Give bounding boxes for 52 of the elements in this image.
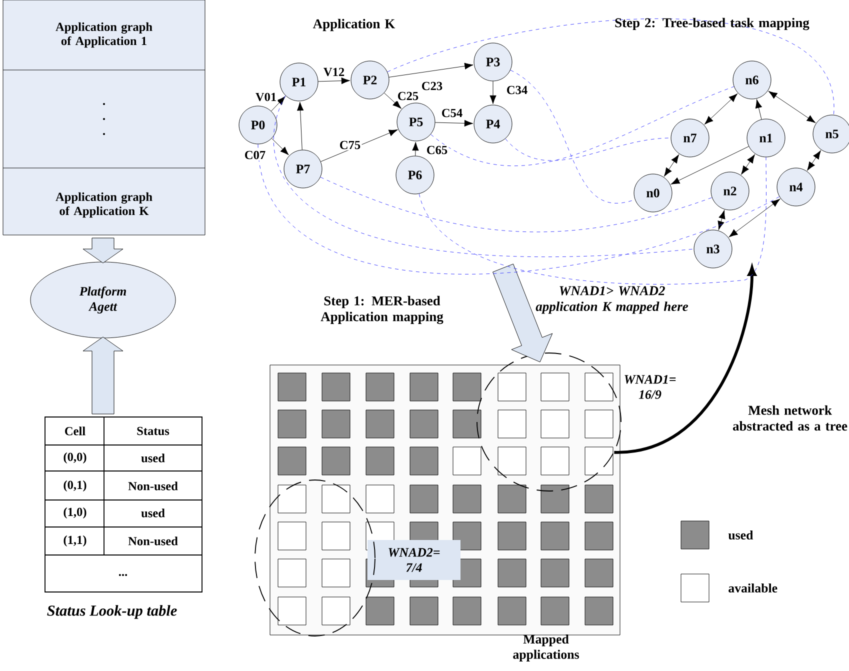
- arrow: [435, 120, 474, 127]
- value-box: WNAD2= 7/4: [368, 540, 460, 580]
- mapping-line: [258, 144, 780, 274]
- mapping-line: [274, 95, 694, 257]
- block-arrow: [492, 264, 553, 362]
- dashed-ellipse: [254, 480, 376, 636]
- arrow: [741, 154, 755, 175]
- step-label: Step 1: MER-based Application mapping: [320, 296, 444, 324]
- edge-label: V12: [322, 66, 346, 78]
- arrow: [670, 146, 749, 184]
- arrow: [296, 102, 304, 150]
- arrow: [755, 99, 762, 120]
- arrow: [704, 94, 738, 124]
- arrow: [664, 154, 679, 176]
- application-stack-box: Application graph of Application 1 . . . Application graph of Application K: [2, 0, 206, 236]
- edge-label: C65: [425, 144, 449, 156]
- edge-label: C25: [396, 90, 420, 102]
- legend-label: used: [728, 530, 754, 540]
- arrow: [271, 96, 286, 112]
- mapping-line: [418, 156, 766, 284]
- arrow: [272, 138, 289, 156]
- arrow: [718, 210, 726, 230]
- block-arrow: [82, 238, 124, 264]
- mapping-line: [430, 86, 734, 166]
- section-title: Step 2: Tree-based task mapping: [615, 18, 810, 30]
- arrow: [728, 198, 780, 238]
- arrow: [384, 92, 402, 109]
- note-text: Mesh network abstracted as a tree: [732, 405, 848, 431]
- table-caption: Status Look-up table: [47, 605, 177, 619]
- status-table: Cell Status (0,0) used (0,1) Non-used (1,0) used (1,1) Non-used ...: [44, 416, 202, 592]
- block-arrow: [82, 336, 124, 414]
- arrow: [490, 81, 496, 104]
- edge-label: C54: [440, 108, 464, 118]
- arrow: [388, 62, 474, 78]
- arrow: [412, 142, 419, 156]
- edge-label: C07: [243, 150, 267, 160]
- mapping-line: [320, 176, 712, 232]
- mapping-line: [387, 18, 834, 116]
- section-title: Application K: [312, 18, 396, 32]
- edge-label: C23: [420, 80, 444, 92]
- dashed-ellipse: [476, 352, 622, 492]
- mesh-grid-drawing: [270, 364, 620, 636]
- arrow: [807, 150, 821, 171]
- edge-label: C34: [505, 84, 529, 96]
- arrow: [318, 77, 350, 84]
- edge-label: C75: [338, 140, 362, 150]
- grid-caption: Mapped applications: [513, 634, 579, 662]
- arrow: [768, 91, 816, 123]
- edge-label: V01: [254, 92, 278, 102]
- legend-label: available: [728, 583, 778, 593]
- arrow: [320, 130, 398, 162]
- mapping-line: [505, 138, 671, 161]
